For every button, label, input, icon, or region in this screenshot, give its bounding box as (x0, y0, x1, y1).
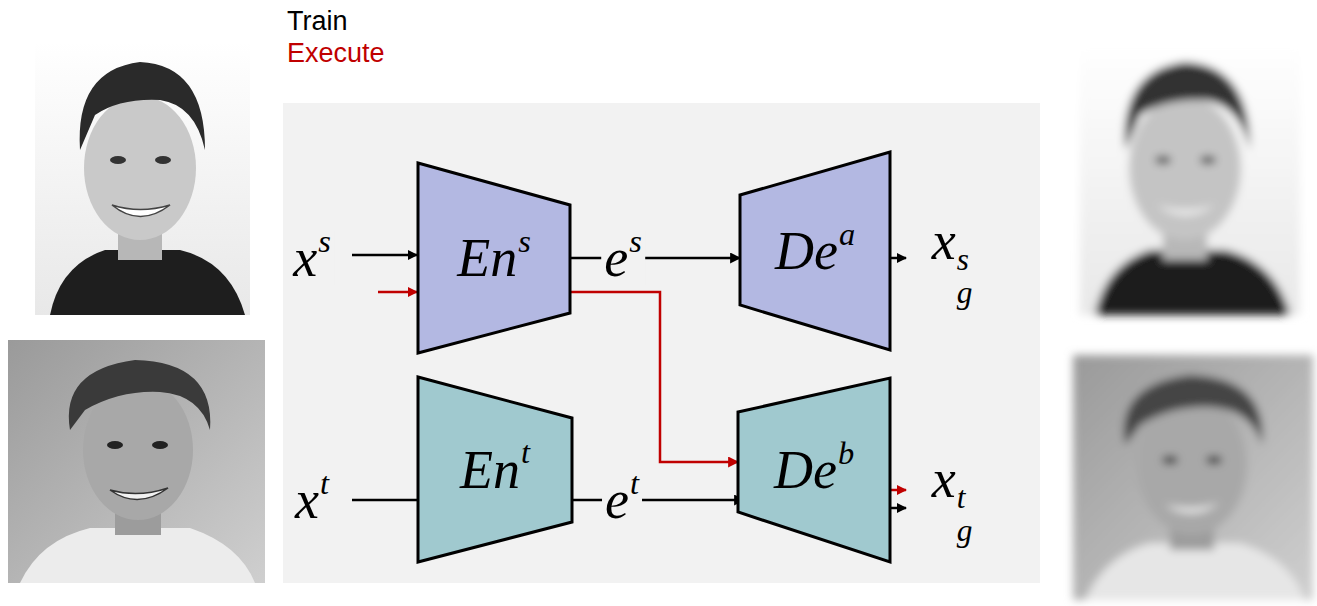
block-label: Ent (460, 443, 530, 497)
legend-text: Execute (287, 40, 385, 67)
block-label: Ens (457, 231, 531, 285)
block-shape (740, 152, 890, 350)
output-arrow (891, 257, 906, 260)
execute-output-arrow (891, 489, 906, 492)
data-flow-arrow (570, 257, 740, 260)
input-arrow (352, 254, 417, 257)
decoder-block: Deb (738, 378, 890, 562)
face-photo (35, 42, 250, 315)
execute-flow-arrow (570, 292, 738, 462)
variable: et (602, 473, 642, 527)
encoder-block: Ent (418, 377, 572, 562)
variable: xt (292, 473, 332, 527)
block-label: Deb (774, 443, 854, 497)
face-photo (8, 340, 265, 583)
variable: xsg (929, 214, 976, 310)
execute-input-arrow (378, 291, 417, 294)
data-flow-arrow (572, 499, 744, 502)
panel (283, 103, 1040, 583)
reconstructed-face (1073, 355, 1313, 600)
block-label: Dea (775, 224, 855, 278)
decoder-block: Dea (740, 152, 890, 350)
output-arrow (891, 507, 906, 510)
input-line (352, 499, 418, 502)
block-shape (418, 377, 572, 562)
legend-text: Train (287, 8, 348, 35)
reconstructed-face (1080, 42, 1300, 315)
variable: xs (290, 231, 334, 285)
encoder-block: Ens (418, 163, 570, 353)
block-shape (418, 163, 570, 353)
block-shape (738, 378, 890, 562)
variable: es (601, 231, 645, 285)
variable: xtg (929, 452, 976, 548)
